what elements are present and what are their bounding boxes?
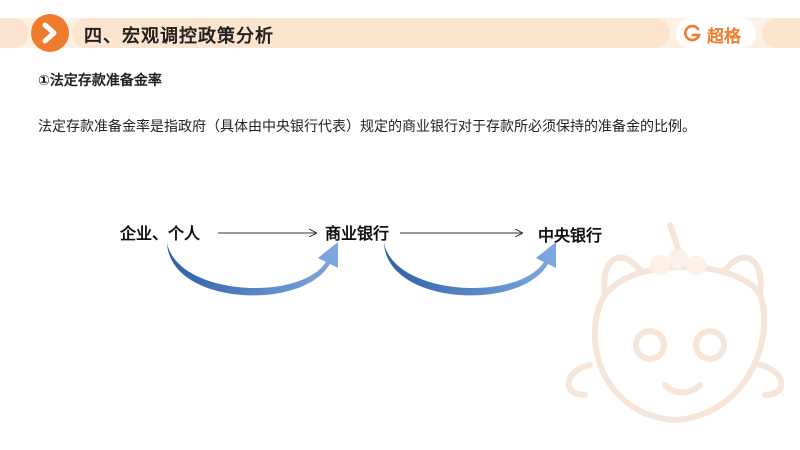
definition-text: 法定存款准备金率是指政府（具体由中央银行代表）规定的商业银行对于存款所必须保持的… (38, 119, 696, 135)
logo-background (676, 18, 756, 48)
logo-text: 超格 (707, 27, 741, 47)
header-left-decoration (0, 18, 28, 48)
header-title-background (72, 18, 670, 48)
header-right-decoration (762, 18, 800, 48)
mascot-watermark-icon (565, 222, 785, 423)
flow-node-central-bank: 中央银行 (538, 226, 603, 245)
logo-icon (684, 24, 701, 42)
chevron-right-icon (31, 14, 69, 52)
flow-node-enterprise: 企业、个人 (120, 224, 201, 243)
page-title: 四、宏观调控政策分析 (84, 26, 274, 47)
curved-arrow-1 (167, 242, 338, 296)
section-subheading: ①法定存款准备金率 (38, 73, 162, 89)
flow-node-commercial-bank: 商业银行 (325, 224, 390, 243)
curved-arrow-2 (384, 242, 556, 296)
